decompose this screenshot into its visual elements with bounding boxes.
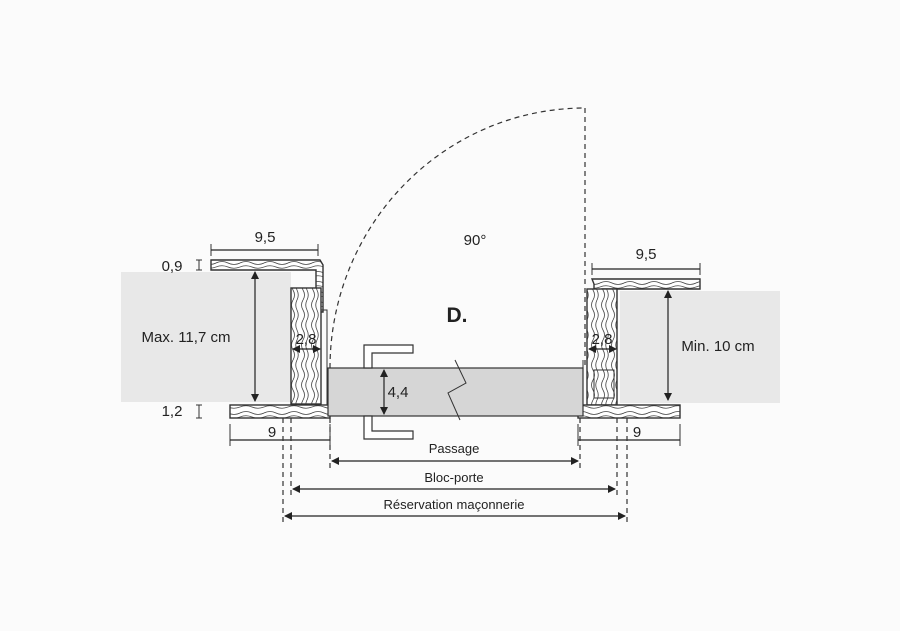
right-wall: [620, 291, 780, 403]
door-leaf: [327, 359, 584, 421]
max-wall-label: Max. 11,7 cm: [142, 329, 231, 346]
left-jamb-label: 2,8: [296, 331, 317, 348]
left-base-label: 9: [268, 424, 276, 441]
min-wall-label: Min. 10 cm: [681, 338, 754, 355]
right-jamb-label: 2,8: [592, 331, 613, 348]
reservation-label: Réservation maçonnerie: [384, 497, 525, 512]
left-width-label: 9,5: [255, 229, 276, 246]
door-mark-label: D.: [447, 304, 468, 327]
passage-label: Passage: [429, 441, 480, 456]
left-top-thickness-label: 0,9: [162, 258, 183, 275]
right-width-label: 9,5: [636, 246, 657, 263]
bloc-porte-label: Bloc-porte: [424, 470, 483, 485]
left-wall: [121, 272, 291, 402]
angle-label: 90°: [464, 232, 487, 249]
left-bottom-thickness-label: 1,2: [162, 403, 183, 420]
door-swing-arc: [329, 107, 586, 369]
door-thickness-label: 4,4: [388, 384, 409, 401]
right-base-label: 9: [633, 424, 641, 441]
door-handle: [363, 344, 414, 440]
